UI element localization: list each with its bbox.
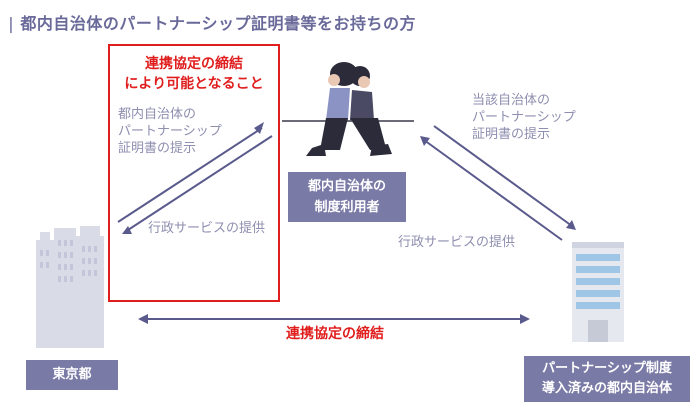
person-label-line2: 制度利用者	[314, 200, 380, 215]
person-couple-icon	[282, 62, 414, 156]
right-certificate-label: 当該自治体の パートナーシップ 証明書の提示	[472, 92, 576, 143]
right-arrows	[420, 125, 576, 241]
tokyo-building-icon	[36, 226, 104, 348]
bottom-agreement-label: 連携協定の締結	[286, 326, 384, 342]
page-title: | 都内自治体のパートナーシップ証明書等をお持ちの方	[8, 10, 416, 34]
left-arrows	[117, 122, 273, 234]
municipality-label-line1: パートナーシップ制度	[542, 361, 672, 376]
page-title-text: 都内自治体のパートナーシップ証明書等をお持ちの方	[20, 14, 417, 33]
agreement-double-arrow	[138, 314, 530, 324]
right-service-label: 行政サービスの提供	[398, 235, 516, 250]
municipality-label: パートナーシップ制度 導入済みの都内自治体	[524, 356, 690, 402]
left-service-label: 行政サービスの提供	[148, 221, 266, 236]
cooperation-note-line1: 連携協定の締結	[145, 56, 243, 72]
cooperation-note-line2: により可能となること	[124, 76, 264, 92]
cooperation-highlight-box	[108, 44, 280, 302]
person-label: 都内自治体の 制度利用者	[288, 172, 406, 222]
left-certificate-label-line3: 証明書の提示	[118, 141, 197, 156]
right-certificate-label-line2: パートナーシップ	[472, 110, 576, 125]
right-certificate-label-line3: 証明書の提示	[472, 127, 551, 142]
municipality-building-icon	[572, 242, 624, 342]
title-bar-mark: |	[8, 14, 15, 33]
cooperation-note: 連携協定の締結 により可能となること	[108, 54, 280, 94]
tokyo-label: 東京都	[26, 360, 118, 390]
person-label-line1: 都内自治体の	[307, 179, 386, 194]
left-certificate-label: 都内自治体の パートナーシップ 証明書の提示	[118, 106, 222, 157]
left-certificate-label-line2: パートナーシップ	[118, 124, 222, 139]
municipality-label-line2: 導入済みの都内自治体	[541, 381, 672, 396]
right-certificate-label-line1: 当該自治体の	[472, 93, 551, 108]
left-certificate-label-line1: 都内自治体の	[118, 107, 197, 122]
